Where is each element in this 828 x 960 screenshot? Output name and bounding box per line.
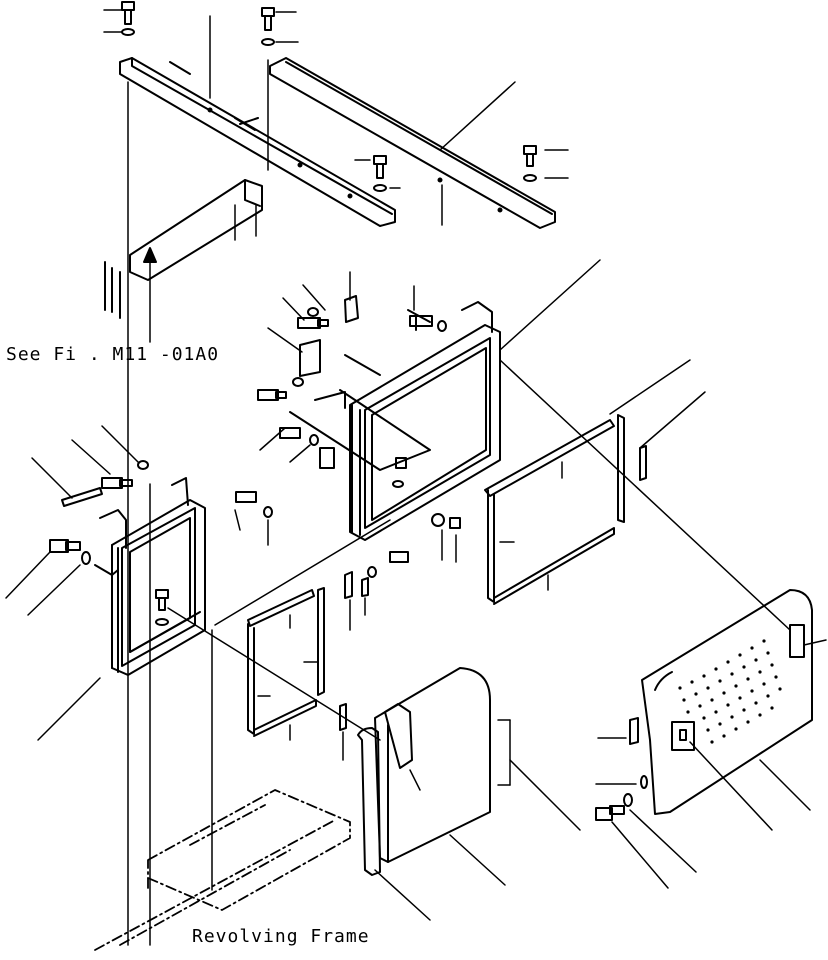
left-frame bbox=[99, 477, 206, 676]
right-panel-parts bbox=[595, 717, 648, 821]
left-frame-parts bbox=[49, 460, 169, 626]
right-leaders bbox=[595, 639, 827, 889]
reference-arrow bbox=[143, 247, 157, 343]
long-leaders bbox=[167, 359, 791, 741]
left-leaders bbox=[5, 425, 213, 946]
left-door-panel bbox=[357, 667, 491, 876]
right-side-panel bbox=[641, 589, 813, 815]
lower-support-bracket bbox=[104, 179, 263, 319]
top-leaders bbox=[103, 9, 569, 946]
bolt-top-left bbox=[121, 1, 135, 36]
base-label: Revolving Frame bbox=[192, 926, 370, 947]
seal-strips-left bbox=[247, 587, 347, 761]
bolt-center bbox=[373, 155, 387, 192]
rear-frame bbox=[349, 301, 501, 541]
reference-label: See Fi . M11 -01A0 bbox=[6, 344, 219, 365]
door-hinge-leaders bbox=[374, 704, 581, 921]
panel-perforations bbox=[678, 639, 782, 744]
center-bolts bbox=[235, 307, 461, 578]
bolt-top-mid bbox=[261, 7, 275, 46]
small-pins bbox=[344, 571, 369, 631]
upper-beam-left bbox=[119, 57, 396, 227]
upper-beam-right bbox=[269, 57, 556, 229]
center-leaders bbox=[234, 259, 601, 563]
bolt-top-right bbox=[523, 145, 537, 182]
revolving-frame-base bbox=[94, 789, 351, 951]
seal-strips-right bbox=[484, 359, 706, 605]
